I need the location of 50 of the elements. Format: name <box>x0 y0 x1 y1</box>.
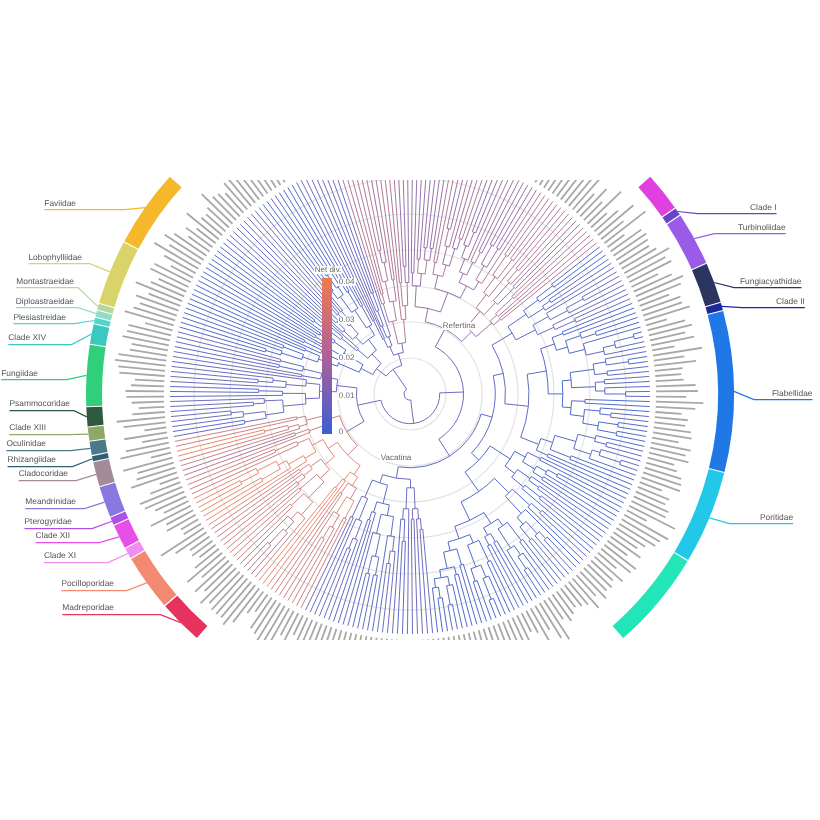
ring-segment <box>97 303 115 314</box>
leader-line <box>8 410 88 418</box>
leader-line <box>5 447 92 452</box>
leader-line <box>8 433 90 436</box>
ring-segment <box>89 324 110 347</box>
ring-segment <box>165 595 208 639</box>
ring-segment <box>92 453 109 462</box>
leader-line <box>43 206 146 211</box>
ring-segment <box>667 215 707 270</box>
leader-line <box>60 582 148 592</box>
ring-segment <box>86 344 106 407</box>
ring-segment <box>131 550 177 606</box>
leader-line <box>43 552 129 564</box>
ring-segment <box>87 425 106 441</box>
ring-segment <box>124 176 182 249</box>
ring-segment <box>99 482 125 517</box>
leader-line <box>15 307 97 315</box>
ring-segment <box>707 310 734 472</box>
ring-segment <box>95 310 113 321</box>
leader-line <box>23 520 113 530</box>
leader-line <box>693 233 787 240</box>
ring-segment <box>99 242 138 308</box>
leader-line <box>27 263 111 273</box>
leader-line <box>708 517 794 525</box>
leader-line <box>6 458 94 468</box>
ring-segment <box>86 406 104 427</box>
leader-line <box>713 281 803 289</box>
leader-line <box>733 390 814 401</box>
ring-segment <box>638 176 675 217</box>
ring-segment <box>674 469 725 561</box>
leader-line <box>0 374 88 381</box>
ring-segment <box>662 208 680 224</box>
leader-line <box>18 473 97 482</box>
ring-segment <box>110 511 129 525</box>
ring-segment <box>692 263 721 307</box>
ring-segment <box>114 519 139 548</box>
leader-line <box>12 319 96 325</box>
ring-segment <box>93 317 111 327</box>
ring-segment <box>705 302 723 315</box>
leader-line <box>61 614 182 624</box>
leader-line <box>7 333 93 346</box>
ring-segment <box>93 458 115 487</box>
leader-line <box>34 536 120 544</box>
leader-line <box>24 501 106 510</box>
leader-line <box>15 287 99 308</box>
leader-line <box>677 210 778 215</box>
ring-segment <box>89 439 108 456</box>
ring-segment <box>125 541 145 559</box>
leader-line <box>721 305 806 309</box>
ring-segment <box>612 552 688 639</box>
